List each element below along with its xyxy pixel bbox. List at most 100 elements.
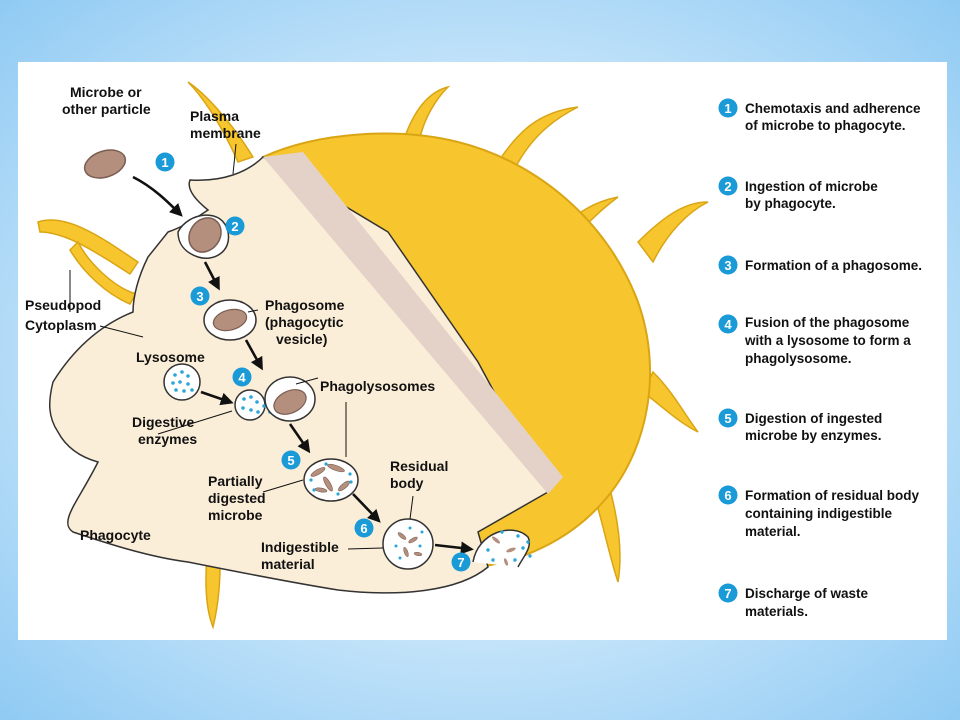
- label-residual: Residual: [390, 458, 448, 474]
- step-badge-icon: 3: [718, 255, 738, 275]
- label-partially-2: digested: [208, 490, 266, 506]
- legend-step-6: 6 Formation of residual body containing …: [718, 485, 920, 539]
- digestion-enzymes: [309, 462, 353, 496]
- arrow-icon: [244, 339, 263, 371]
- svg-text:1: 1: [161, 155, 168, 170]
- diagram-badges: 1 2 3 4 5 6 7: [155, 152, 471, 572]
- step-badge-icon: 2: [718, 176, 738, 196]
- svg-text:Formation of residual body: Formation of residual body: [745, 488, 920, 503]
- residual-body: [382, 518, 434, 570]
- label-partially: Partially: [208, 473, 263, 489]
- svg-text:2: 2: [724, 179, 731, 194]
- label-partially-3: microbe: [208, 507, 263, 523]
- svg-text:of microbe to phagocyte.: of microbe to phagocyte.: [745, 118, 906, 133]
- phagolysosome-microbe: [273, 389, 307, 415]
- label-phagocyte: Phagocyte: [80, 527, 151, 543]
- label-phagolysosomes: Phagolysosomes: [320, 378, 435, 394]
- svg-text:Fusion of the phagosome: Fusion of the phagosome: [745, 315, 910, 330]
- arrow-icon: [203, 261, 220, 291]
- svg-text:7: 7: [724, 586, 731, 601]
- svg-text:material.: material.: [745, 524, 801, 539]
- label-microbe: Microbe or: [70, 84, 142, 100]
- phagosome-microbe: [212, 308, 248, 332]
- diagram-labels: Microbe or other particle Plasma membran…: [25, 84, 448, 572]
- svg-text:by phagocyte.: by phagocyte.: [745, 196, 836, 211]
- svg-text:6: 6: [360, 521, 367, 536]
- steps-legend: 1 Chemotaxis and adherence of microbe to…: [718, 98, 922, 619]
- step-badge-icon: 3: [190, 286, 210, 306]
- discharged-waste: [486, 530, 532, 566]
- pseudopod-tentacle: [496, 106, 579, 174]
- svg-text:3: 3: [724, 258, 731, 273]
- svg-text:with a lysosome to form a: with a lysosome to form a: [744, 333, 911, 348]
- pseudopod-tentacle: [187, 81, 255, 163]
- svg-text:5: 5: [287, 453, 294, 468]
- pseudopod-tentacle: [637, 201, 709, 264]
- legend-step-5: 5 Digestion of ingested microbe by enzym…: [718, 408, 882, 443]
- step-badge-icon: 7: [451, 552, 471, 572]
- label-phagosome-2: (phagocytic: [265, 314, 344, 330]
- residual-enzymes: [394, 526, 424, 560]
- arrow-icon: [132, 175, 183, 217]
- step-badge-icon: 6: [718, 485, 738, 505]
- discharge-pore: [472, 529, 530, 568]
- svg-text:7: 7: [457, 555, 464, 570]
- label-membrane: membrane: [190, 125, 261, 141]
- svg-text:4: 4: [238, 370, 246, 385]
- svg-text:Discharge of waste: Discharge of waste: [745, 586, 869, 601]
- legend-step-4: 4 Fusion of the phagosome with a lysosom…: [718, 314, 911, 366]
- step-badge-icon: 5: [281, 450, 301, 470]
- svg-text:4: 4: [724, 317, 732, 332]
- svg-text:6: 6: [724, 488, 731, 503]
- cytoplasm-cut-face: [48, 156, 550, 594]
- arrow-icon: [352, 493, 381, 523]
- process-arrows: [132, 175, 474, 555]
- step-badge-icon: 6: [354, 518, 374, 538]
- label-enzymes: enzymes: [138, 431, 197, 447]
- phagocytosis-diagram: 1 2 3 4 5 6 7 Microbe or other particle …: [25, 81, 922, 630]
- pseudopod-left-upper: [37, 219, 140, 276]
- svg-text:materials.: materials.: [745, 604, 808, 619]
- label-digestive: Digestive: [132, 414, 194, 430]
- label-plasma: Plasma: [190, 108, 239, 124]
- arrow-icon: [200, 390, 234, 406]
- lysosome-enzymes: [171, 370, 194, 393]
- svg-text:3: 3: [196, 289, 203, 304]
- lysosome: [163, 363, 201, 401]
- pseudopod-left-lower: [69, 240, 138, 305]
- step-badge-icon: 2: [225, 216, 245, 236]
- arrow-icon: [288, 423, 311, 454]
- svg-text:5: 5: [724, 411, 731, 426]
- svg-text:phagolysosome.: phagolysosome.: [745, 351, 852, 366]
- label-phagosome-3: vesicle): [276, 331, 327, 347]
- step-badge-icon: 4: [718, 314, 738, 334]
- svg-text:microbe by enzymes.: microbe by enzymes.: [745, 428, 882, 443]
- label-microbe-2: other particle: [62, 101, 151, 117]
- phagocyte-cell: [37, 81, 709, 630]
- step-badge-icon: 7: [718, 583, 738, 603]
- label-residual-2: body: [390, 475, 424, 491]
- svg-text:1: 1: [724, 101, 731, 116]
- legend-step-1: 1 Chemotaxis and adherence of microbe to…: [718, 98, 921, 133]
- label-indigestible: Indigestible: [261, 539, 339, 555]
- legend-step-2: 2 Ingestion of microbe by phagocyte.: [718, 176, 878, 211]
- partially-digested-fragments: [310, 463, 350, 493]
- pseudopod-tentacle: [402, 85, 451, 148]
- svg-text:Formation of a phagosome.: Formation of a phagosome.: [745, 258, 922, 273]
- fusing-lysosome: [234, 389, 266, 421]
- svg-text:Ingestion of microbe: Ingestion of microbe: [745, 179, 878, 194]
- legend-step-3: 3 Formation of a phagosome.: [718, 255, 922, 275]
- figure-panel: 1 2 3 4 5 6 7 Microbe or other particle …: [18, 62, 947, 640]
- step-badge-icon: 1: [718, 98, 738, 118]
- svg-text:containing indigestible: containing indigestible: [745, 506, 892, 521]
- svg-text:Digestion of ingested: Digestion of ingested: [745, 411, 882, 426]
- ingested-microbe: [188, 217, 222, 253]
- svg-text:Chemotaxis and adherence: Chemotaxis and adherence: [745, 101, 921, 116]
- leader-lines: [69, 143, 414, 550]
- pseudopod-tentacle: [642, 370, 699, 433]
- free-microbe: [83, 149, 127, 179]
- label-phagosome: Phagosome: [265, 297, 345, 313]
- svg-text:2: 2: [231, 219, 238, 234]
- label-cytoplasm: Cytoplasm: [25, 317, 97, 333]
- legend-step-7: 7 Discharge of waste materials.: [718, 583, 869, 619]
